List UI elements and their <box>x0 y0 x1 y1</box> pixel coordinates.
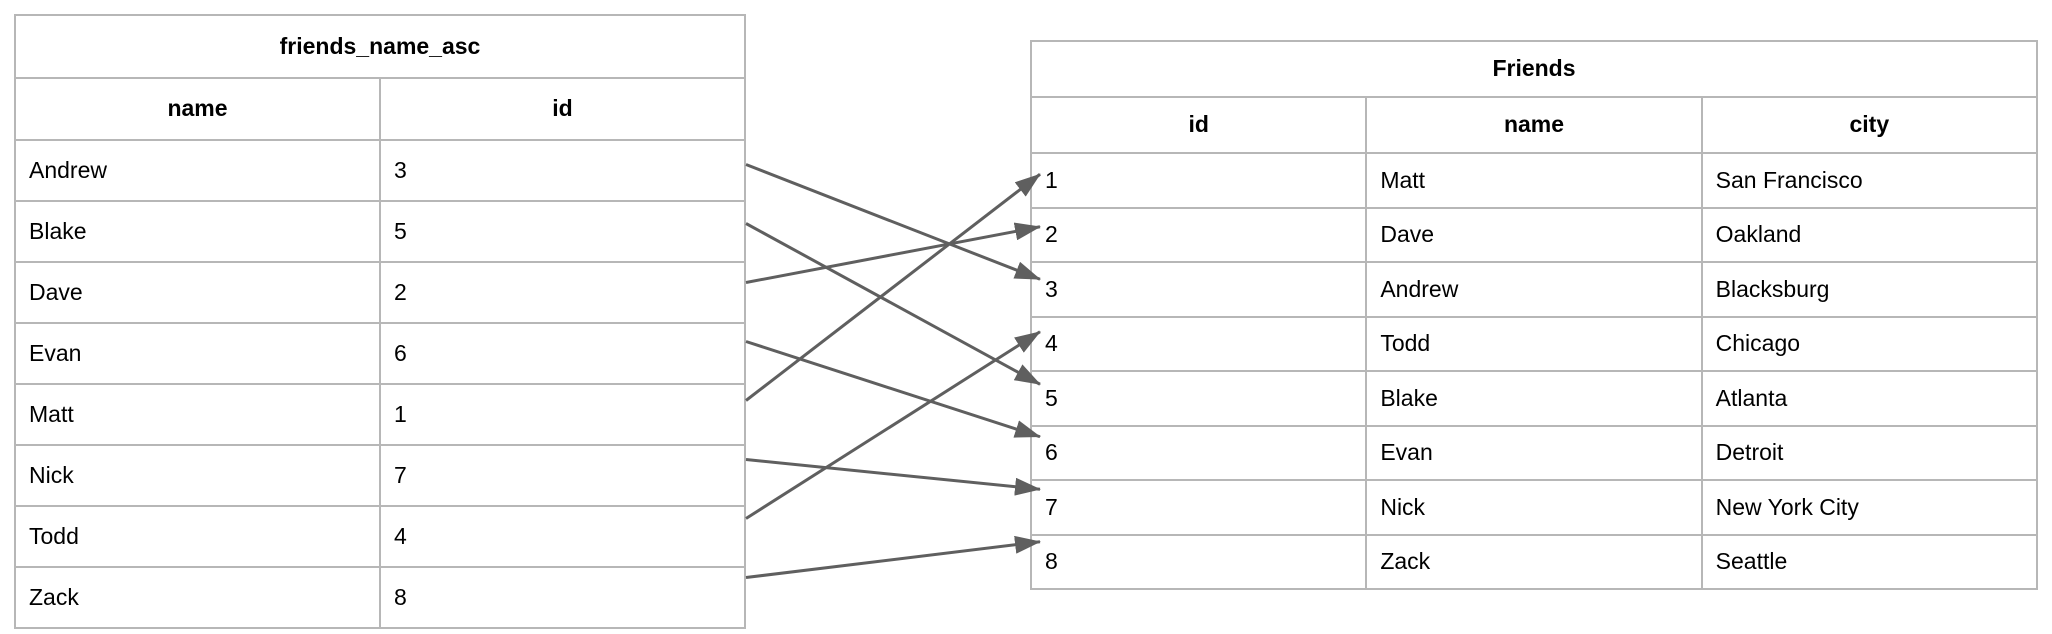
index-table-cell-id: 5 <box>379 200 746 263</box>
index-table-cell-id: 8 <box>379 566 746 629</box>
friends-table-cell-city: New York City <box>1700 479 2039 536</box>
index-arrow-andrew-to-3 <box>745 163 1041 281</box>
friends-table-cell-id: 4 <box>1029 315 1368 372</box>
friends-table-cell-city: Chicago <box>1700 315 2039 372</box>
friends-table-cell-id: 5 <box>1029 370 1368 427</box>
friends-table-cell-city: Oakland <box>1700 206 2039 263</box>
index-table-cell-name: Zack <box>14 566 381 629</box>
friends-table-cell-id: 1 <box>1029 152 1368 209</box>
friends-table-cell-name: Nick <box>1365 479 1703 536</box>
index-table-cell-id: 3 <box>379 139 746 202</box>
index-table-cell-name: Andrew <box>14 139 381 202</box>
index-table-title-row: friends_name_asc <box>14 14 746 79</box>
index-table-cell-name: Evan <box>14 322 381 385</box>
friends-table-cell-id: 2 <box>1029 206 1368 263</box>
index-table-cell-id: 4 <box>379 505 746 568</box>
index-table-cell-name: Nick <box>14 444 381 507</box>
friends-table-title: Friends <box>1030 40 2038 98</box>
index-table-cell-id: 2 <box>379 261 746 324</box>
index-table-cell-id: 6 <box>379 322 746 385</box>
friends-table-cell-name: Andrew <box>1365 261 1703 318</box>
index-arrow-matt-to-1 <box>745 173 1041 402</box>
column-header-id: id <box>379 77 746 141</box>
friends-table-cell-name: Zack <box>1365 533 1703 590</box>
friends-table-cell-id: 8 <box>1029 533 1368 590</box>
index-arrow-dave-to-2 <box>745 222 1041 284</box>
friends-table-cell-name: Matt <box>1365 152 1703 209</box>
column-header-name: name <box>14 77 381 141</box>
friends-table-cell-name: Todd <box>1365 315 1703 372</box>
friends-table-cell-city: Detroit <box>1700 424 2039 481</box>
index-table-cell-name: Dave <box>14 261 381 324</box>
column-header-name: name <box>1365 96 1703 154</box>
column-header-id: id <box>1029 96 1368 154</box>
friends-table-cell-id: 6 <box>1029 424 1368 481</box>
friends-table-cell-city: Blacksburg <box>1700 261 2039 318</box>
index-arrow-evan-to-6 <box>745 340 1041 439</box>
friends-table-cell-id: 3 <box>1029 261 1368 318</box>
index-arrow-zack-to-8 <box>745 535 1041 579</box>
index-arrow-todd-to-4 <box>745 330 1041 520</box>
column-header-city: city <box>1700 96 2039 154</box>
index-arrow-nick-to-7 <box>745 458 1041 496</box>
friends-table-cell-city: San Francisco <box>1700 152 2039 209</box>
index-table-title: friends_name_asc <box>14 14 746 79</box>
index-table-cell-name: Matt <box>14 383 381 446</box>
friends-table-cell-city: Atlanta <box>1700 370 2039 427</box>
friends-table-cell-name: Dave <box>1365 206 1703 263</box>
index-table-cell-id: 7 <box>379 444 746 507</box>
index-table-cell-name: Blake <box>14 200 381 263</box>
index-arrow-blake-to-5 <box>745 222 1041 386</box>
friends-table-title-row: Friends <box>1030 40 2038 98</box>
index-table-cell-id: 1 <box>379 383 746 446</box>
friends-table-cell-id: 7 <box>1029 479 1368 536</box>
friends-table-cell-city: Seattle <box>1700 533 2039 590</box>
index-table-cell-name: Todd <box>14 505 381 568</box>
friends-table-cell-name: Blake <box>1365 370 1703 427</box>
friends-table-cell-name: Evan <box>1365 424 1703 481</box>
